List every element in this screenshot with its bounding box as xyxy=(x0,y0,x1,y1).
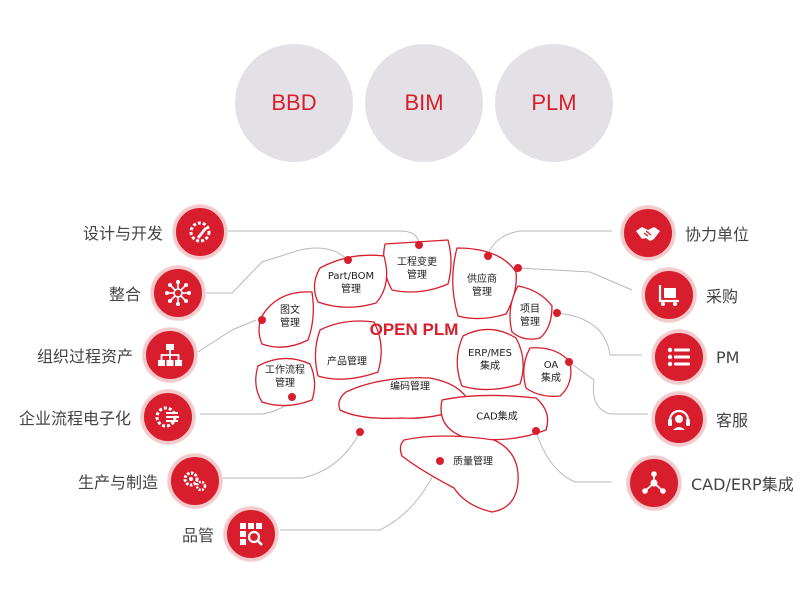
region-label-cad: CAD集成 xyxy=(476,411,518,423)
gear-list-icon xyxy=(141,390,195,444)
region-quality xyxy=(399,435,519,513)
feature-partner-units: 协力单位 xyxy=(621,206,749,260)
feature-label: 协力单位 xyxy=(685,225,750,244)
connector-pm xyxy=(556,312,642,356)
region-supply xyxy=(452,247,517,320)
cart-icon xyxy=(642,268,696,322)
feature-label: 整合 xyxy=(108,285,141,304)
region-label-quality: 质量管理 xyxy=(453,456,493,468)
feature-process-digitalization: 企业流程电子化 xyxy=(19,390,195,444)
brain-regions xyxy=(255,239,572,513)
feature-integration: 整合 xyxy=(109,266,205,320)
plm-label: PLM xyxy=(531,90,577,115)
region-label-drawing: 图文 管理 xyxy=(280,305,300,329)
list-icon xyxy=(652,330,706,384)
region-label-coding: 编码管理 xyxy=(390,381,430,393)
feature-customer-service: 客服 xyxy=(652,392,748,446)
connector-integration xyxy=(204,247,349,294)
region-drawing xyxy=(258,291,314,348)
connector-cad-erp xyxy=(535,430,612,483)
bim-label: BIM xyxy=(404,90,444,115)
connector-service xyxy=(568,361,648,415)
brain-title: OPEN PLM xyxy=(369,320,459,339)
feature-label: 企业流程电子化 xyxy=(18,409,131,428)
region-label-supply: 供应商 管理 xyxy=(467,274,497,298)
region-label-workflow: 工作流程 管理 xyxy=(265,365,305,389)
bbd-label: BBD xyxy=(271,90,317,115)
feature-label: 设计与开发 xyxy=(82,224,163,243)
feature-label: PM xyxy=(716,347,740,367)
region-project xyxy=(509,285,553,340)
feature-quality-control: 品管 xyxy=(182,507,278,561)
feature-label: 品管 xyxy=(181,526,214,545)
connector-design xyxy=(224,230,420,245)
feature-label: 生产与制造 xyxy=(77,473,158,492)
region-label-part-bom: Part/BOM 管理 xyxy=(327,271,375,295)
region-oa xyxy=(523,347,572,397)
connector-quality xyxy=(280,459,441,531)
share-nodes-icon xyxy=(627,456,681,510)
feature-purchase: 采购 xyxy=(642,268,738,322)
region-part-bom xyxy=(313,254,388,308)
region-workflow xyxy=(255,357,316,407)
bim-circle: BIM xyxy=(365,44,483,162)
region-product xyxy=(314,320,382,380)
feature-label: 客服 xyxy=(716,411,749,430)
connector-dots xyxy=(258,241,573,465)
region-label-oa: OA 集成 xyxy=(541,360,561,384)
feature-cad-erp-integration: CAD/ERP集成 xyxy=(627,456,794,510)
feature-label: CAD/ERP集成 xyxy=(691,475,794,494)
grid-magnifier-icon xyxy=(224,507,278,561)
gears-icon xyxy=(168,454,222,508)
region-label-engineering-change: 工程变更 管理 xyxy=(397,257,437,281)
feature-production-manufacturing: 生产与制造 xyxy=(78,454,222,508)
bbd-circle: BBD xyxy=(235,44,353,162)
handshake-icon xyxy=(621,206,675,260)
connector-purchase xyxy=(517,267,633,291)
headset-icon xyxy=(652,392,706,446)
connector-partner xyxy=(487,230,612,256)
feature-pm: PM xyxy=(652,330,739,384)
feature-org-process-assets: 组织过程资产 xyxy=(37,328,197,382)
org-chart-icon xyxy=(143,328,197,382)
region-label-product: 产品管理 xyxy=(327,356,367,368)
feature-design-development: 设计与开发 xyxy=(83,205,227,259)
feature-label: 采购 xyxy=(706,287,739,306)
plm-circle: PLM xyxy=(495,44,613,162)
connector-lines xyxy=(197,230,648,531)
region-label-project: 项目 管理 xyxy=(520,304,540,328)
connector-org-assets xyxy=(197,319,257,353)
feature-label: 组织过程资产 xyxy=(36,347,133,366)
network-hub-icon xyxy=(151,266,205,320)
gear-pencil-icon xyxy=(173,205,227,259)
connector-production xyxy=(222,431,361,479)
region-erp-mes xyxy=(456,328,524,391)
region-label-erp-mes: ERP/MES 集成 xyxy=(468,348,512,372)
region-cad xyxy=(440,394,549,441)
